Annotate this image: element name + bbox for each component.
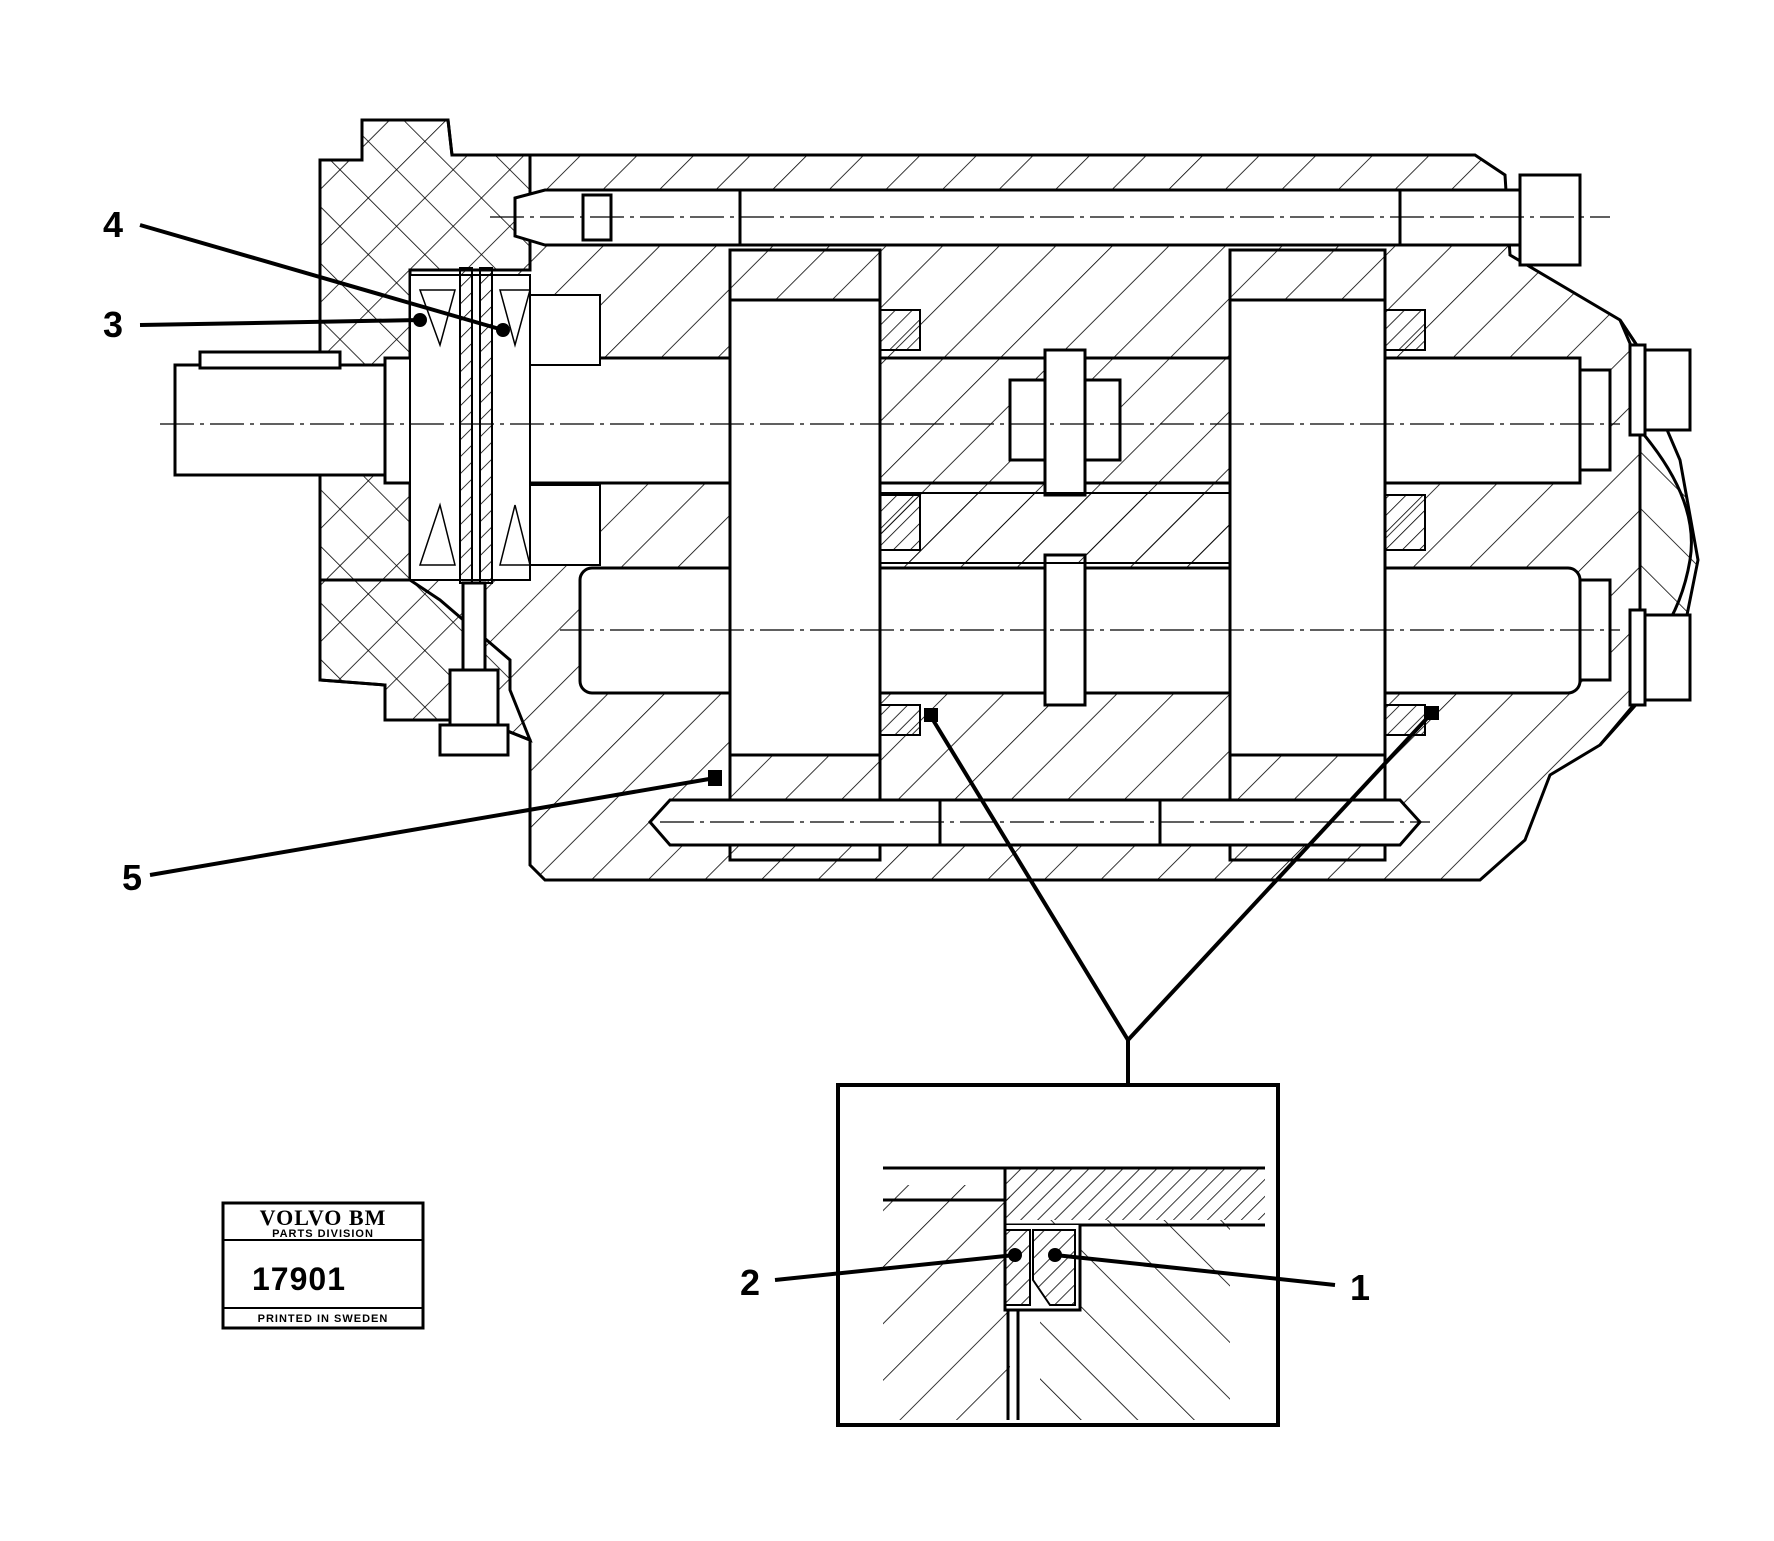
callout-4: 4	[103, 204, 510, 337]
stamp-division: PARTS DIVISION	[272, 1228, 374, 1240]
callout-3-label: 3	[103, 304, 123, 345]
volvo-parts-stamp: VOLVO BM PARTS DIVISION 17901 PRINTED IN…	[221, 1201, 425, 1330]
stamp-brand: VOLVO BM	[260, 1205, 387, 1230]
stamp-number: 17901	[252, 1261, 346, 1297]
seal-detail-inset	[836, 1083, 1280, 1427]
callout-5-label: 5	[122, 857, 142, 898]
detail-leader-lines	[928, 713, 1432, 1085]
callout-1-label: 1	[1350, 1267, 1370, 1308]
callout-2-label: 2	[740, 1262, 760, 1303]
pump-housing	[160, 118, 1700, 882]
stamp-printed: PRINTED IN SWEDEN	[258, 1313, 389, 1325]
callout-4-label: 4	[103, 204, 123, 245]
callout-1: 1	[1048, 1248, 1370, 1308]
callout-2: 2	[740, 1248, 1022, 1303]
callout-5: 5	[122, 776, 716, 898]
callout-3: 3	[103, 304, 427, 345]
